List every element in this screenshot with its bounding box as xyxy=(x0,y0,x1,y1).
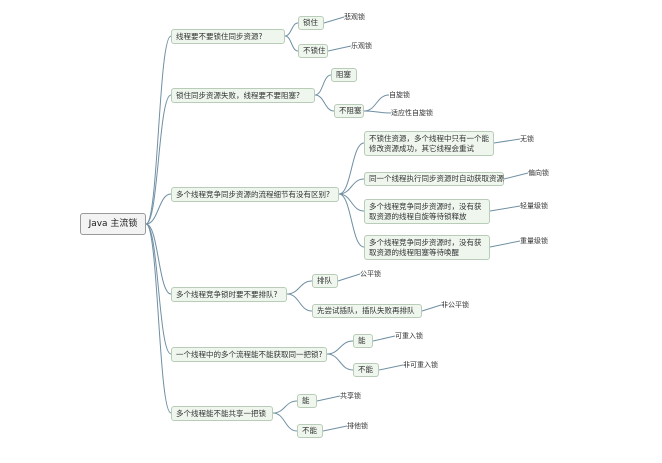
link-q3-leaf2 xyxy=(489,205,521,212)
link-q6-leaf1 xyxy=(322,425,348,432)
root-node: Java 主流锁 xyxy=(80,213,146,235)
link-q5-o2 xyxy=(326,353,354,371)
link-root-q0 xyxy=(145,35,172,225)
leaf-adaptive-spin-lock: 适应性自旋锁 xyxy=(391,109,433,117)
leaf-spin-lock: 自旋锁 xyxy=(389,91,410,99)
option-node-block: 阻塞 xyxy=(331,68,357,82)
question-node-lock-resource: 线程要不要锁住同步资源? xyxy=(171,29,285,44)
link-q6-leaf0 xyxy=(316,395,341,402)
link-q3-leaf1 xyxy=(503,172,529,180)
link-q1-o1 xyxy=(284,22,299,37)
link-root-q4 xyxy=(145,223,172,355)
option-node-lock: 锁住 xyxy=(298,16,324,30)
leaf-non-reentrant-lock: 非可重入锁 xyxy=(403,361,438,369)
option-node-cut-in: 先尝试插队，插队失败再排队 xyxy=(312,304,422,318)
link-q3-leaf0 xyxy=(493,138,521,144)
leaf-heavyweight-lock: 重量级锁 xyxy=(520,237,548,245)
link-o1-leaf xyxy=(323,16,345,24)
option-node-same-thread: 同一个线程执行同步资源时自动获取资源 xyxy=(364,172,504,186)
link-root-q2 xyxy=(145,193,172,225)
option-node-share-cannot: 不能 xyxy=(297,424,323,438)
link-q3-o0 xyxy=(338,142,365,195)
link-o2-leaf xyxy=(327,45,352,52)
leaf-reentrant-lock: 可重入锁 xyxy=(395,332,423,340)
link-q5-leaf0 xyxy=(372,335,396,342)
link-root-q3 xyxy=(145,223,172,295)
link-q5-o1 xyxy=(326,340,354,355)
link-o2-spin xyxy=(363,94,390,112)
leaf-lock-free: 无锁 xyxy=(520,135,534,143)
question-node-flow-details: 多个线程竞争同步资源的流程细节有没有区别? xyxy=(171,187,339,202)
leaf-lightweight-lock: 轻量级锁 xyxy=(520,202,548,210)
option-node-can: 能 xyxy=(353,334,373,348)
option-node-no-lock-retry: 不锁住资源，多个线程中只有一个能修改资源成功，其它线程会重试 xyxy=(364,131,494,156)
link-q3-o1 xyxy=(338,178,365,195)
leaf-unfair-lock: 非公平锁 xyxy=(441,301,469,309)
link-q4-o1 xyxy=(286,280,313,295)
link-q3-leaf3 xyxy=(489,240,521,248)
link-q6-o1 xyxy=(272,400,298,414)
link-q2-o2 xyxy=(314,94,335,112)
link-root-q1 xyxy=(145,94,172,225)
option-node-share-can: 能 xyxy=(297,394,317,408)
question-node-reentrant: 一个线程中的多个流程能不能获取同一把锁? xyxy=(171,347,327,362)
link-q4-leaf1 xyxy=(421,304,442,312)
leaf-biased-lock: 偏向锁 xyxy=(528,169,549,177)
option-node-block-wait: 多个线程竞争同步资源时，没有获取资源的线程阻塞等待唤醒 xyxy=(364,235,490,260)
link-q5-leaf1 xyxy=(378,364,404,371)
question-node-queue: 多个线程竞争锁时要不要排队? xyxy=(171,287,287,302)
question-node-block-on-fail: 锁住同步资源失败，线程要不要阻塞? xyxy=(171,88,315,103)
leaf-pessimistic-lock: 悲观锁 xyxy=(344,13,365,21)
question-node-shared: 多个线程能不能共享一把锁 xyxy=(171,406,273,421)
link-o2-adaptive xyxy=(363,110,392,114)
link-q4-leaf0 xyxy=(337,273,361,282)
option-node-queue: 排队 xyxy=(312,274,338,288)
link-root-q5 xyxy=(145,223,172,414)
leaf-shared-lock: 共享锁 xyxy=(340,392,361,400)
option-node-no-lock: 不锁住 xyxy=(298,44,328,58)
leaf-exclusive-lock: 排他锁 xyxy=(347,422,368,430)
option-node-spin-wait: 多个线程竞争同步资源时，没有获取资源的线程自旋等待锁释放 xyxy=(364,199,490,224)
leaf-fair-lock: 公平锁 xyxy=(360,270,381,278)
link-q3-o3 xyxy=(338,193,365,248)
link-q4-o2 xyxy=(286,293,313,312)
option-node-cannot: 不能 xyxy=(353,363,379,377)
option-node-no-block: 不阻塞 xyxy=(334,104,364,118)
leaf-optimistic-lock: 乐观锁 xyxy=(351,42,372,50)
link-q6-o2 xyxy=(272,412,298,432)
link-q1-o2 xyxy=(284,35,299,52)
link-q2-o1 xyxy=(314,74,332,96)
